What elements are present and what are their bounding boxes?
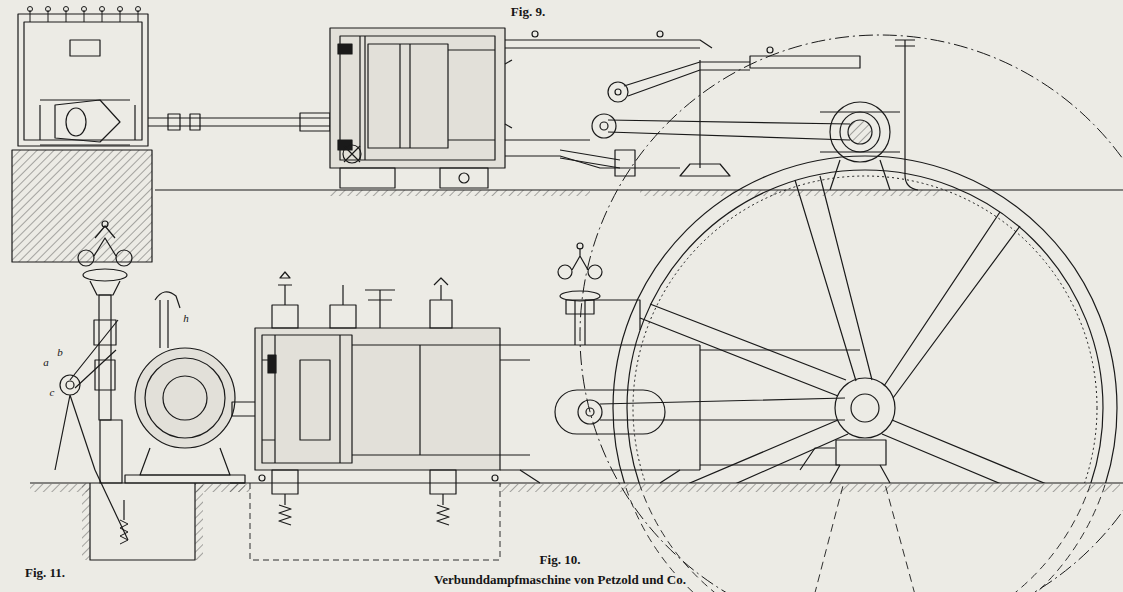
part-letter: b — [55, 346, 65, 358]
part-letter: c — [48, 386, 57, 398]
figure-label: Fig. 10. — [538, 553, 583, 567]
fig9-plan — [12, 7, 1123, 592]
part-letter: a — [41, 356, 51, 368]
figure-label: Fig. 11. — [23, 566, 67, 580]
part-letter: h — [181, 312, 191, 324]
fig11-end-view — [30, 221, 245, 560]
figure-label: Fig. 9. — [509, 5, 547, 19]
flywheel-spokes — [640, 176, 1085, 483]
fig10-elevation — [230, 156, 1123, 592]
figure-caption: Verbunddampfmaschine von Petzold und Co. — [432, 573, 688, 587]
